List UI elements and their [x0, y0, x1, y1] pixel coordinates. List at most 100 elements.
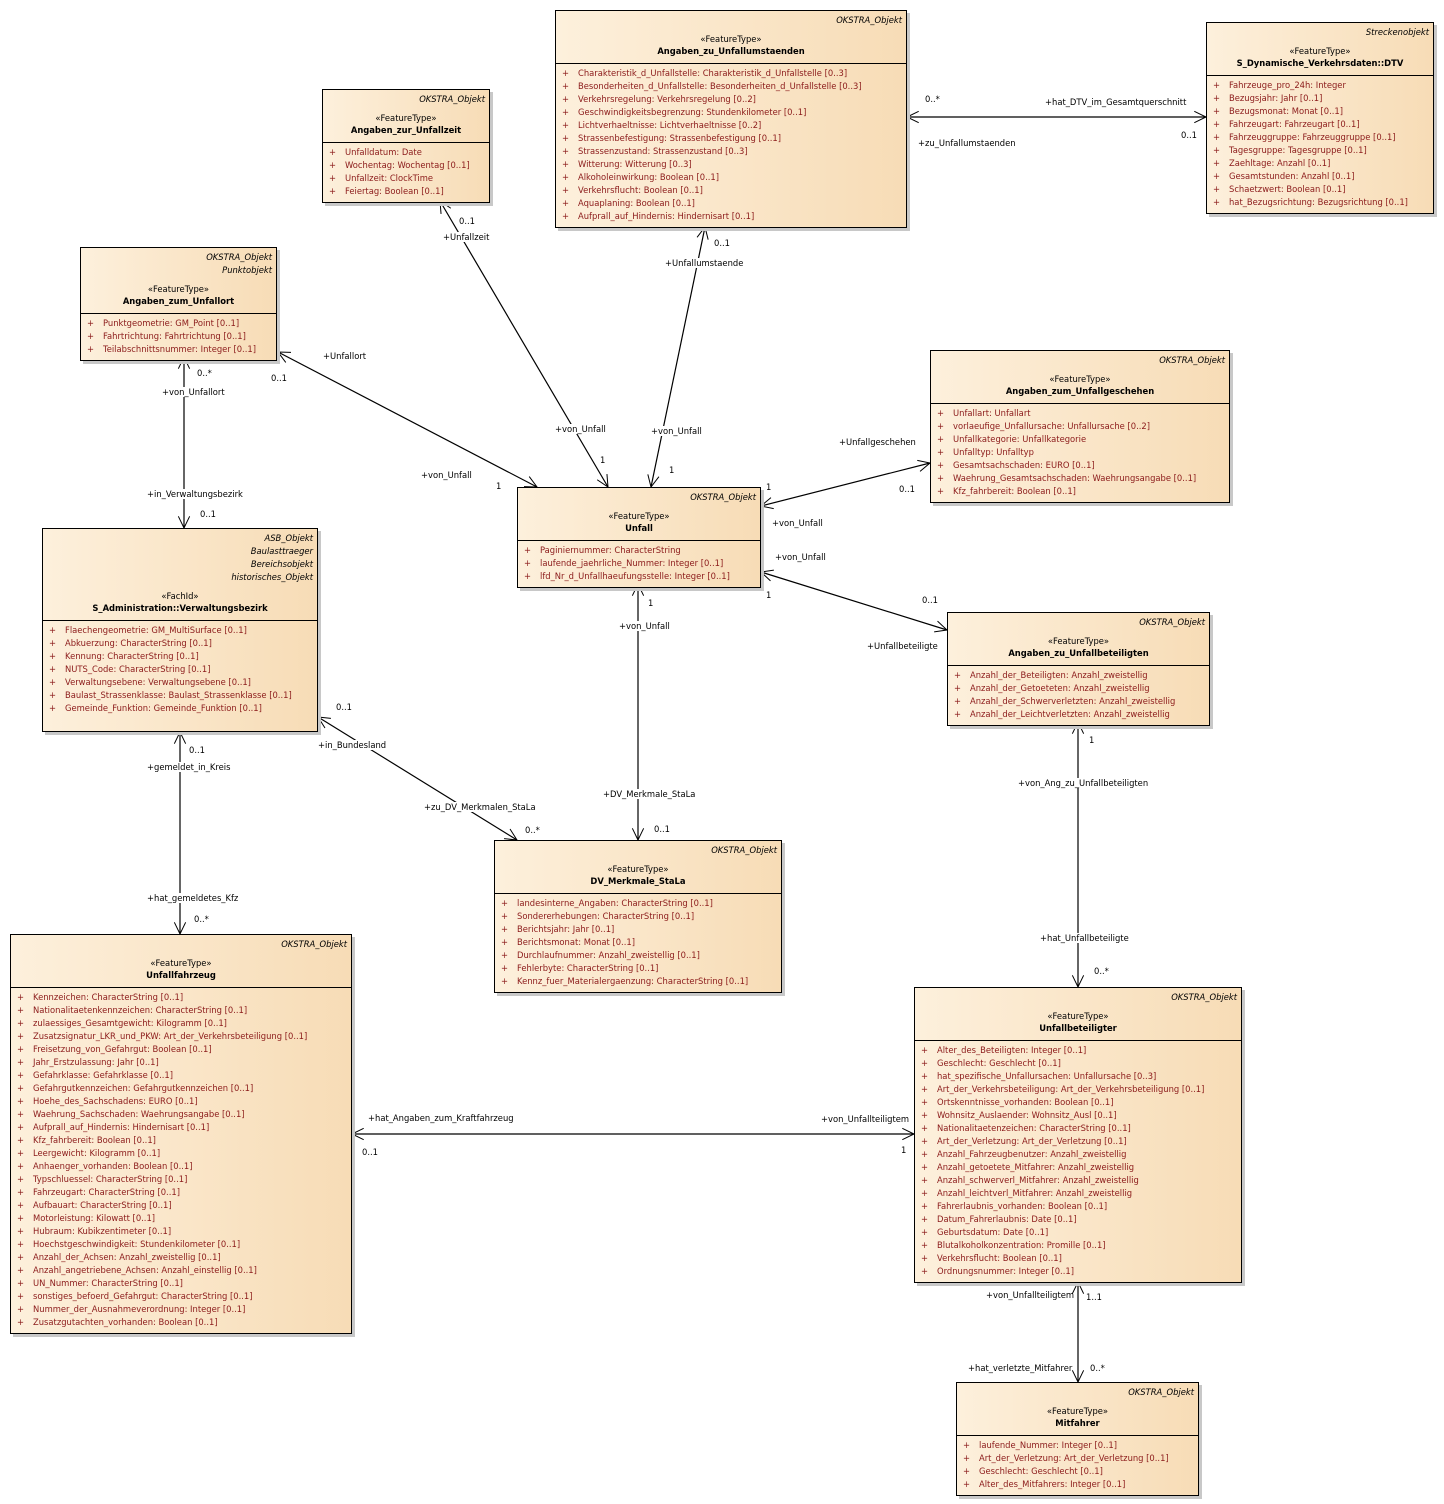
attribute[interactable]: +Aquaplaning: Boolean [0..1] [560, 197, 902, 210]
attribute[interactable]: +Verkehrsregelung: Verkehrsregelung [0..… [560, 93, 902, 106]
attribute[interactable]: +Ortskenntnisse_vorhanden: Boolean [0..1… [919, 1096, 1237, 1109]
attribute[interactable]: +Kennung: CharacterString [0..1] [47, 650, 313, 663]
attribute[interactable]: +Geburtsdatum: Date [0..1] [919, 1226, 1237, 1239]
class-unfall[interactable]: OKSTRA_Objekt«FeatureType»Unfall+Paginie… [517, 487, 761, 588]
attribute[interactable]: +Nummer_der_Ausnahmeverordnung: Integer … [15, 1303, 347, 1316]
attribute[interactable]: +Nationalitaetenkennzeichen: CharacterSt… [15, 1004, 347, 1017]
attribute[interactable]: +sonstiges_befoerd_Gefahrgut: CharacterS… [15, 1290, 347, 1303]
attribute[interactable]: +Anzahl_der_Leichtverletzten: Anzahl_zwe… [952, 708, 1205, 721]
association-line[interactable] [760, 462, 931, 507]
attribute[interactable]: +Hoehe_des_Sachschadens: EURO [0..1] [15, 1095, 347, 1108]
association-unfallbeteiligte[interactable] [759, 569, 949, 633]
attribute[interactable]: +Fahrzeuge_pro_24h: Integer [1211, 79, 1429, 92]
attribute[interactable]: +Anzahl_leichtverl_Mitfahrer: Anzahl_zwe… [919, 1187, 1237, 1200]
association-beteiligte[interactable] [1071, 720, 1085, 989]
attribute[interactable]: +Alkoholeinwirkung: Boolean [0..1] [560, 171, 902, 184]
association-line[interactable] [277, 351, 538, 488]
attribute[interactable]: +UN_Nummer: CharacterString [0..1] [15, 1277, 347, 1290]
attribute[interactable]: +Verkehrsflucht: Boolean [0..1] [919, 1252, 1237, 1265]
attribute[interactable]: +Gefahrgutkennzeichen: Gefahrgutkennzeic… [15, 1082, 347, 1095]
attribute[interactable]: +Gemeinde_Funktion: Gemeinde_Funktion [0… [47, 702, 313, 715]
association-dtv[interactable] [905, 110, 1208, 124]
attribute[interactable]: +Anzahl_angetriebene_Achsen: Anzahl_eins… [15, 1264, 347, 1277]
attribute[interactable]: +Abkuerzung: CharacterString [0..1] [47, 637, 313, 650]
attribute[interactable]: +Kfz_fahrbereit: Boolean [0..1] [935, 485, 1225, 498]
attribute[interactable]: +Kennzeichen: CharacterString [0..1] [15, 991, 347, 1004]
class-dv-merkmale-stala[interactable]: OKSTRA_Objekt«FeatureType»DV_Merkmale_St… [494, 840, 782, 993]
attribute[interactable]: +Wohnsitz_Auslaender: Wohnsitz_Ausl [0..… [919, 1109, 1237, 1122]
attribute[interactable]: +Besonderheiten_d_Unfallstelle: Besonder… [560, 80, 902, 93]
association-bundesland[interactable] [317, 716, 518, 841]
attribute[interactable]: +Geschlecht: Geschlecht [0..1] [919, 1057, 1237, 1070]
association-verwaltungsbezirk[interactable] [177, 355, 191, 530]
association-line[interactable] [439, 200, 609, 488]
attribute[interactable]: +hat_Bezugsrichtung: Bezugsrichtung [0..… [1211, 196, 1429, 209]
association-unfallort[interactable] [276, 351, 539, 488]
attribute[interactable]: +Zusatzsignatur_LKR_und_PKW: Art_der_Ver… [15, 1030, 347, 1043]
attribute[interactable]: +Ordnungsnummer: Integer [0..1] [919, 1265, 1237, 1278]
attribute[interactable]: +lfd_Nr_d_Unfallhaeufungsstelle: Integer… [522, 570, 756, 583]
attribute[interactable]: +Verwaltungsebene: Verwaltungsebene [0..… [47, 676, 313, 689]
attribute[interactable]: +Fahrerlaubnis_vorhanden: Boolean [0..1] [919, 1200, 1237, 1213]
attribute[interactable]: +Verkehrsflucht: Boolean [0..1] [560, 184, 902, 197]
attribute[interactable]: +zulaessiges_Gesamtgewicht: Kilogramm [0… [15, 1017, 347, 1030]
attribute[interactable]: +Baulast_Strassenklasse: Baulast_Strasse… [47, 689, 313, 702]
attribute[interactable]: +Berichtsjahr: Jahr [0..1] [499, 923, 777, 936]
attribute[interactable]: +Unfalldatum: Date [327, 146, 485, 159]
attribute[interactable]: +Unfallkategorie: Unfallkategorie [935, 433, 1225, 446]
attribute[interactable]: +Leergewicht: Kilogramm [0..1] [15, 1147, 347, 1160]
attribute[interactable]: +Tagesgruppe: Tagesgruppe [0..1] [1211, 144, 1429, 157]
attribute[interactable]: +Anzahl_Fahrzeugbenutzer: Anzahl_zweiste… [919, 1148, 1237, 1161]
attribute[interactable]: +laufende_jaehrliche_Nummer: Integer [0.… [522, 557, 756, 570]
class-angaben-zur-unfallzeit[interactable]: OKSTRA_Objekt«FeatureType»Angaben_zur_Un… [322, 89, 490, 203]
attribute[interactable]: +Blutalkoholkonzentration: Promille [0..… [919, 1239, 1237, 1252]
attribute[interactable]: +landesinterne_Angaben: CharacterString … [499, 897, 777, 910]
attribute[interactable]: +Typschluessel: CharacterString [0..1] [15, 1173, 347, 1186]
attribute[interactable]: +Durchlaufnummer: Anzahl_zweistellig [0.… [499, 949, 777, 962]
attribute[interactable]: +Hubraum: Kubikzentimeter [0..1] [15, 1225, 347, 1238]
attribute[interactable]: +Fahrzeugart: Fahrzeugart [0..1] [1211, 118, 1429, 131]
attribute[interactable]: +Unfallart: Unfallart [935, 407, 1225, 420]
attribute[interactable]: +Motorleistung: Kilowatt [0..1] [15, 1212, 347, 1225]
attribute[interactable]: +Kfz_fahrbereit: Boolean [0..1] [15, 1134, 347, 1147]
attribute[interactable]: +Bezugsjahr: Jahr [0..1] [1211, 92, 1429, 105]
association-kraftfahrzeug[interactable] [350, 1127, 916, 1141]
attribute[interactable]: +Wochentag: Wochentag [0..1] [327, 159, 485, 172]
attribute[interactable]: +Gesamtstunden: Anzahl [0..1] [1211, 170, 1429, 183]
attribute[interactable]: +Unfallzeit: ClockTime [327, 172, 485, 185]
attribute[interactable]: +Witterung: Witterung [0..3] [560, 158, 902, 171]
attribute[interactable]: +Flaechengeometrie: GM_MultiSurface [0..… [47, 624, 313, 637]
attribute[interactable]: +Jahr_Erstzulassung: Jahr [0..1] [15, 1056, 347, 1069]
attribute[interactable]: +Anhaenger_vorhanden: Boolean [0..1] [15, 1160, 347, 1173]
association-line[interactable] [650, 226, 706, 488]
attribute[interactable]: +Waehrung_Sachschaden: Waehrungsangabe [… [15, 1108, 347, 1121]
class-unfallbeteiligter[interactable]: OKSTRA_Objekt«FeatureType»Unfallbeteilig… [914, 987, 1242, 1283]
attribute[interactable]: +Datum_Fahrerlaubnis: Date [0..1] [919, 1213, 1237, 1226]
attribute[interactable]: +Kennz_fuer_Materialergaenzung: Characte… [499, 975, 777, 988]
attribute[interactable]: +Schaetzwert: Boolean [0..1] [1211, 183, 1429, 196]
association-line[interactable] [317, 716, 518, 841]
attribute[interactable]: +Freisetzung_von_Gefahrgut: Boolean [0..… [15, 1043, 347, 1056]
attribute[interactable]: +Aufprall_auf_Hindernis: Hindernisart [0… [15, 1121, 347, 1134]
attribute[interactable]: +Gesamtsachschaden: EURO [0..1] [935, 459, 1225, 472]
attribute[interactable]: +Fahrzeugart: CharacterString [0..1] [15, 1186, 347, 1199]
association-unfallzeit[interactable] [439, 200, 609, 488]
attribute[interactable]: +Paginiernummer: CharacterString [522, 544, 756, 557]
attribute[interactable]: +Art_der_Verkehrsbeteiligung: Art_der_Ve… [919, 1083, 1237, 1096]
attribute[interactable]: +Anzahl_der_Beteiligten: Anzahl_zweistel… [952, 669, 1205, 682]
attribute[interactable]: +Teilabschnittsnummer: Integer [0..1] [85, 343, 272, 356]
attribute[interactable]: +hat_spezifische_Unfallursachen: Unfallu… [919, 1070, 1237, 1083]
attribute[interactable]: +Strassenbefestigung: Strassenbefestigun… [560, 132, 902, 145]
class-angaben-zum-unfallgeschehen[interactable]: OKSTRA_Objekt«FeatureType»Angaben_zum_Un… [930, 350, 1230, 503]
attribute[interactable]: +Bezugsmonat: Monat [0..1] [1211, 105, 1429, 118]
attribute[interactable]: +Hoechstgeschwindigkeit: Stundenkilomete… [15, 1238, 347, 1251]
association-line[interactable] [760, 571, 948, 631]
attribute[interactable]: +Aufprall_auf_Hindernis: Hindernisart [0… [560, 210, 902, 223]
attribute[interactable]: +Berichtsmonat: Monat [0..1] [499, 936, 777, 949]
attribute[interactable]: +Waehrung_Gesamtsachschaden: Waehrungsan… [935, 472, 1225, 485]
class-mitfahrer[interactable]: OKSTRA_Objekt«FeatureType»Mitfahrer+lauf… [956, 1382, 1199, 1496]
attribute[interactable]: +Geschlecht: Geschlecht [0..1] [961, 1465, 1194, 1478]
attribute[interactable]: +Zusatzgutachten_vorhanden: Boolean [0..… [15, 1316, 347, 1329]
attribute[interactable]: +Lichtverhaeltnisse: Lichtverhaeltnisse … [560, 119, 902, 132]
